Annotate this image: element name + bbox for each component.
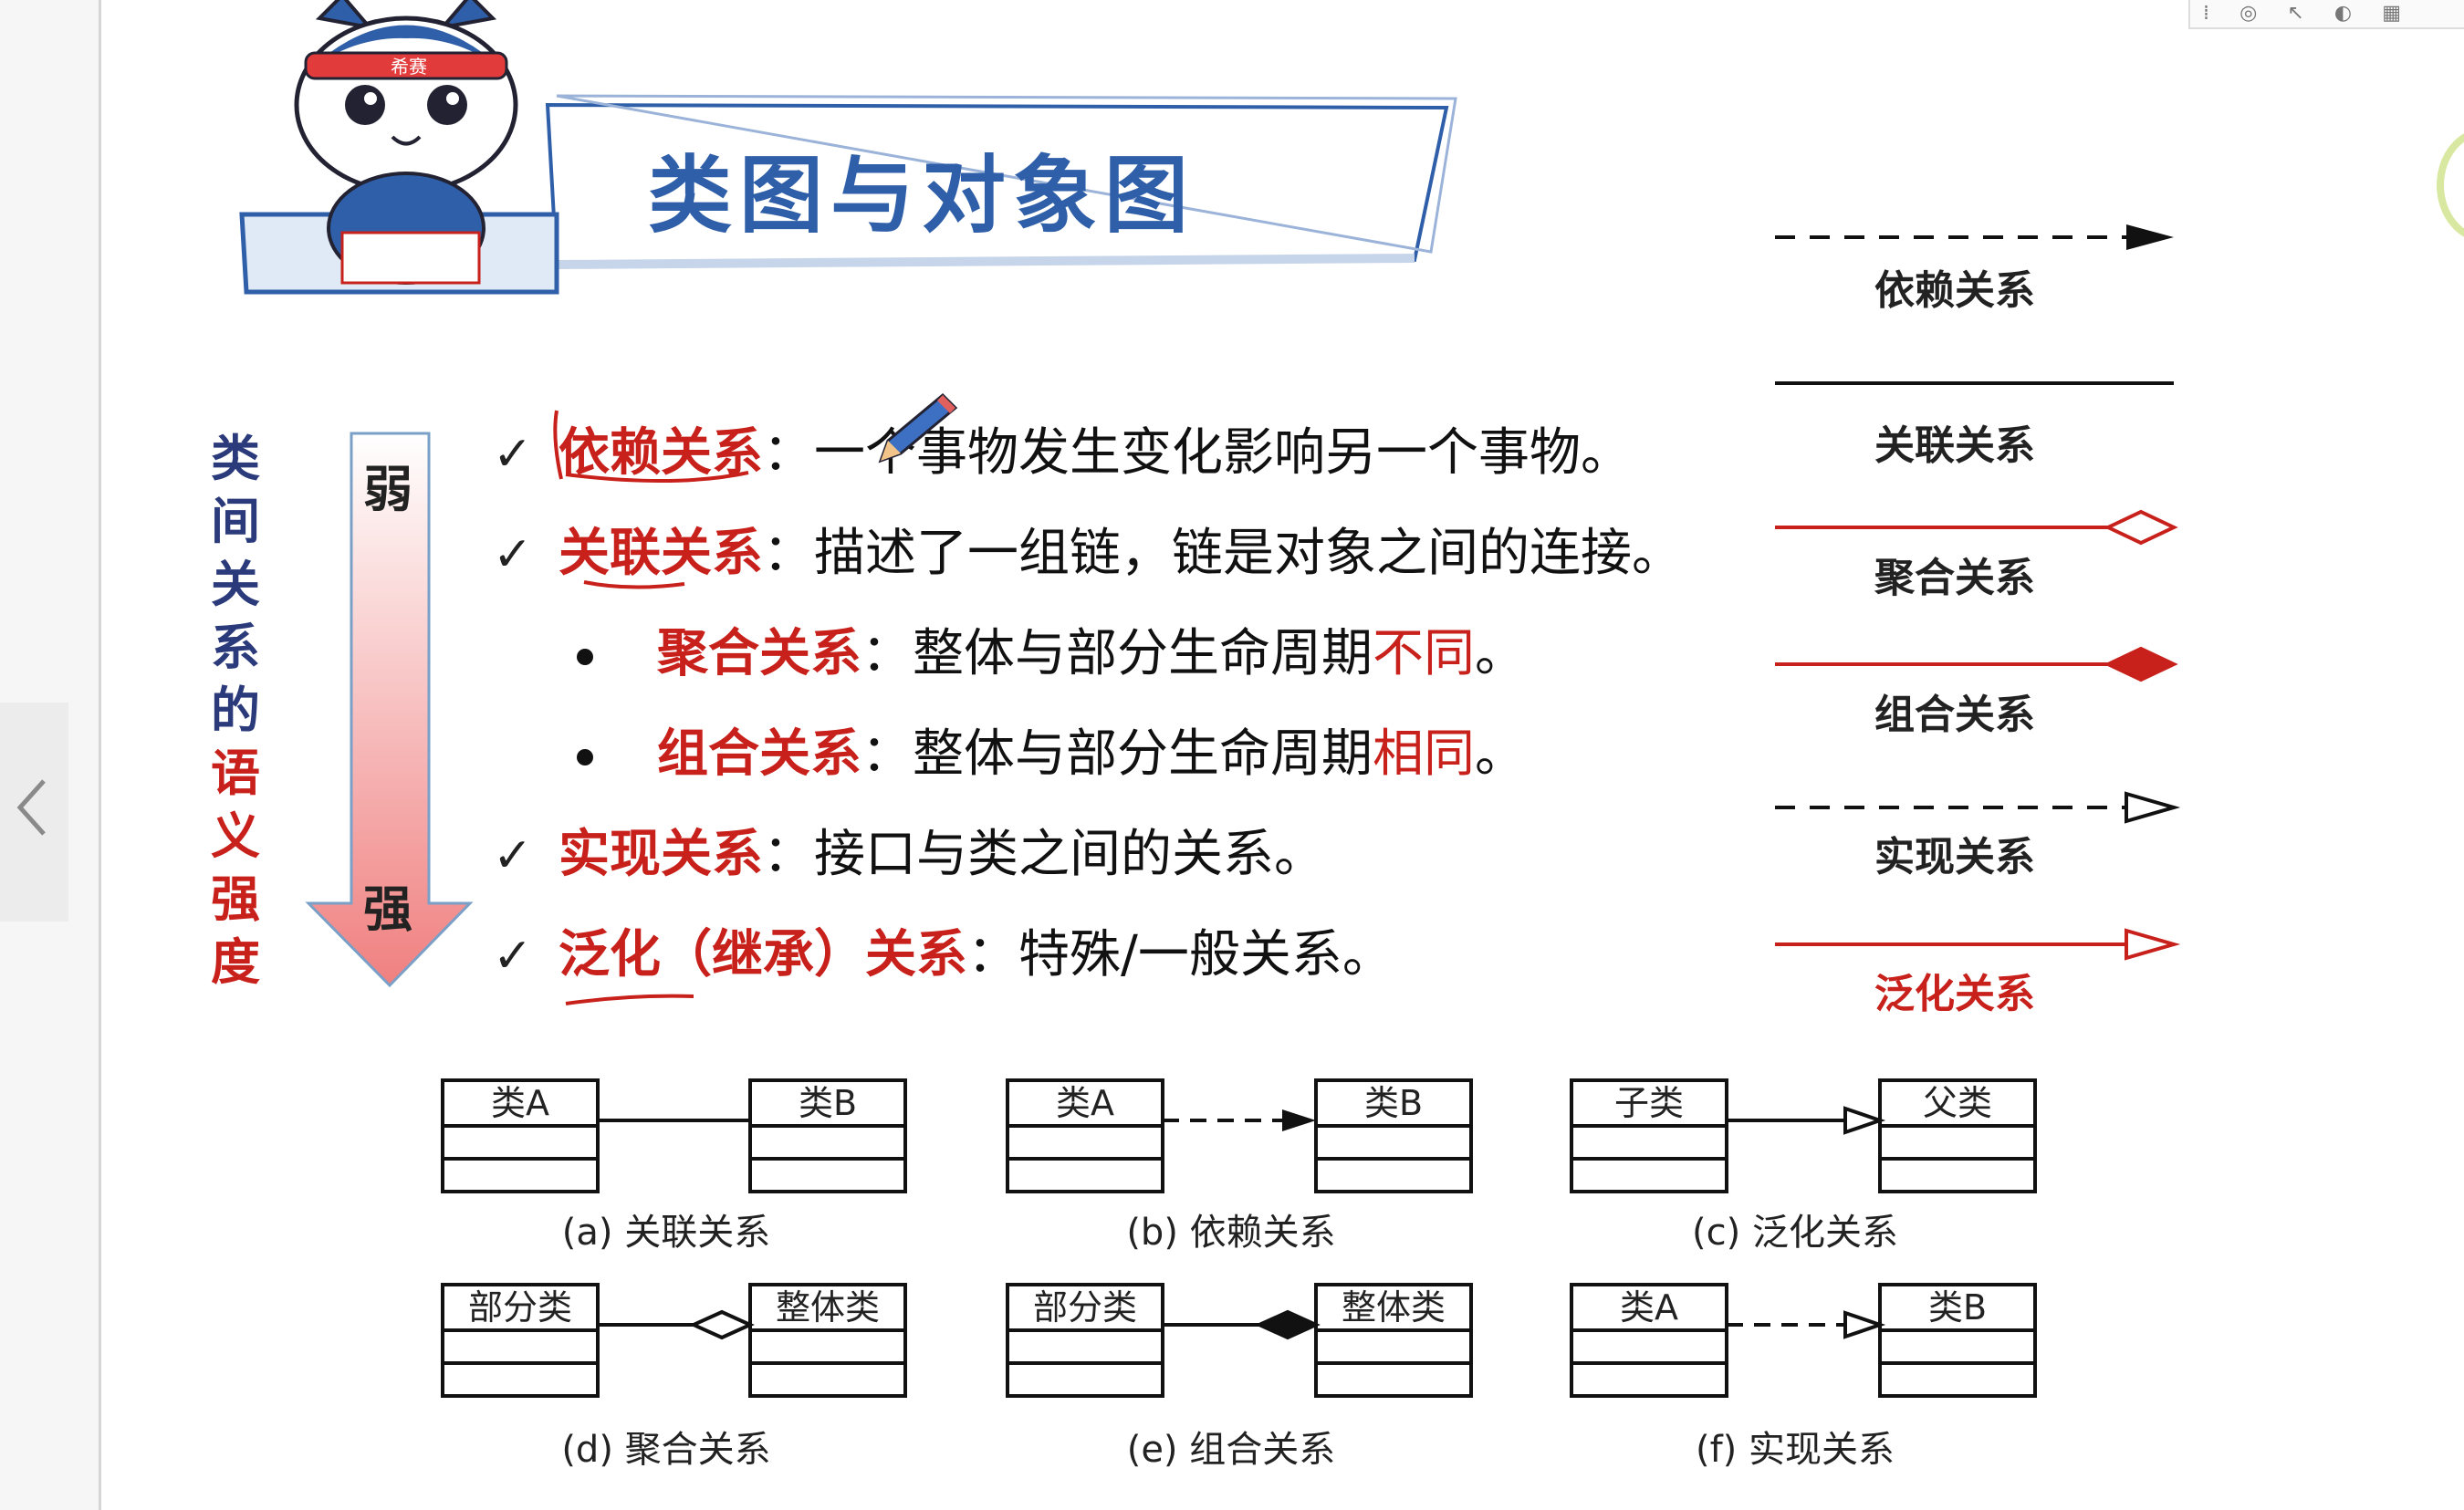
checkmark-icon: ✓ (493, 427, 533, 482)
legend-aggregation: 聚合关系 (1874, 555, 2035, 601)
svg-text:类A: 类A (1056, 1083, 1114, 1123)
diagram-d: 部分类 整体类 (441, 1283, 907, 1398)
bullet-association: ✓关联关系：描述了一组链，链是对象之间的连接。 (493, 522, 1683, 587)
svg-text:部分类: 部分类 (1033, 1287, 1137, 1328)
svg-text:部分类: 部分类 (468, 1287, 572, 1328)
pencil-icon[interactable] (872, 388, 963, 470)
bullet-aggregation: 聚合关系：整体与部分生命周期不同。 (577, 622, 1526, 686)
caption-d: (d) 聚合关系 (561, 1429, 771, 1471)
legend-dependency: 依赖关系 (1874, 267, 2035, 314)
previous-slide-button[interactable] (0, 703, 68, 922)
diagram-b: 类A 类B (1006, 1078, 1473, 1193)
caption-b: (b) 依赖关系 (1126, 1212, 1336, 1254)
relationship-legend (1775, 224, 2181, 961)
bullet-realization: ✓实现关系：接口与类之间的关系。 (493, 823, 1325, 888)
svg-text:整体类: 整体类 (776, 1287, 880, 1328)
slide-title: 类图与对象图 (648, 147, 1196, 245)
viewer-toolbar[interactable]: ⁞ ◎ ↖ ◐ ▦ (2188, 0, 2464, 29)
svg-text:子类: 子类 (1614, 1083, 1684, 1123)
bullet-generalization: ✓泛化（继承）关系：特殊/一般关系。 (493, 923, 1394, 988)
bullet-dependency: ✓依赖关系：一个事物发生变化影响另一个事物。 (493, 422, 1632, 486)
uml-examples: 类A 类B 类A 类B 子类 父类 部分类 整体类 部分类 整体类 类A 类B (441, 1078, 2037, 1398)
svg-text:类B: 类B (1928, 1287, 1987, 1328)
bullet-dot-icon (577, 748, 593, 765)
diagram-a: 类A 类B (441, 1078, 907, 1193)
pointer-icon[interactable]: ↖ (2287, 2, 2304, 25)
caption-e: (e) 组合关系 (1126, 1429, 1336, 1471)
svg-text:类A: 类A (491, 1083, 549, 1123)
strength-arrow-icon (305, 432, 474, 988)
decorative-circle (2437, 128, 2464, 243)
semantic-strength-label: 类 间 关 系 的 语 义 强 度 (211, 430, 260, 991)
bullet-composition: 组合关系：整体与部分生命周期相同。 (577, 723, 1526, 786)
weak-label: 弱 (363, 461, 412, 518)
caption-c: (c) 泛化关系 (1692, 1212, 1898, 1254)
svg-text:父类: 父类 (1923, 1083, 1992, 1123)
menu-icon[interactable]: ⁞ (2203, 2, 2209, 25)
checkmark-icon: ✓ (493, 929, 533, 984)
diagram-f: 类A 类B (1570, 1283, 2037, 1398)
diagram-e: 部分类 整体类 (1006, 1283, 1473, 1398)
cat-mascot-icon: 希赛 (294, 0, 518, 285)
record-icon[interactable]: ◎ (2240, 2, 2258, 25)
caption-f: (f) 实现关系 (1695, 1429, 1895, 1471)
legend-association: 关联关系 (1874, 422, 2035, 469)
diagram-c: 子类 父类 (1570, 1078, 2037, 1193)
caption-a: (a) 关联关系 (561, 1212, 771, 1254)
pen-annotations (553, 410, 749, 1005)
bullet-dot-icon (577, 648, 593, 665)
chevron-left-icon[interactable] (13, 776, 49, 839)
mascot-badge: 希赛 (391, 56, 427, 78)
eraser-icon[interactable]: ◐ (2333, 2, 2353, 25)
grid-icon[interactable]: ▦ (2382, 2, 2402, 25)
legend-composition: 组合关系 (1874, 692, 2035, 738)
checkmark-icon: ✓ (493, 828, 533, 883)
checkmark-icon: ✓ (493, 527, 533, 582)
svg-text:类B: 类B (799, 1083, 857, 1123)
legend-generalization: 泛化关系 (1874, 971, 2035, 1017)
strong-label: 强 (363, 880, 412, 938)
svg-text:类B: 类B (1364, 1083, 1423, 1123)
svg-text:整体类: 整体类 (1342, 1287, 1446, 1328)
svg-text:类A: 类A (1620, 1287, 1678, 1328)
legend-realization: 实现关系 (1874, 834, 2035, 880)
